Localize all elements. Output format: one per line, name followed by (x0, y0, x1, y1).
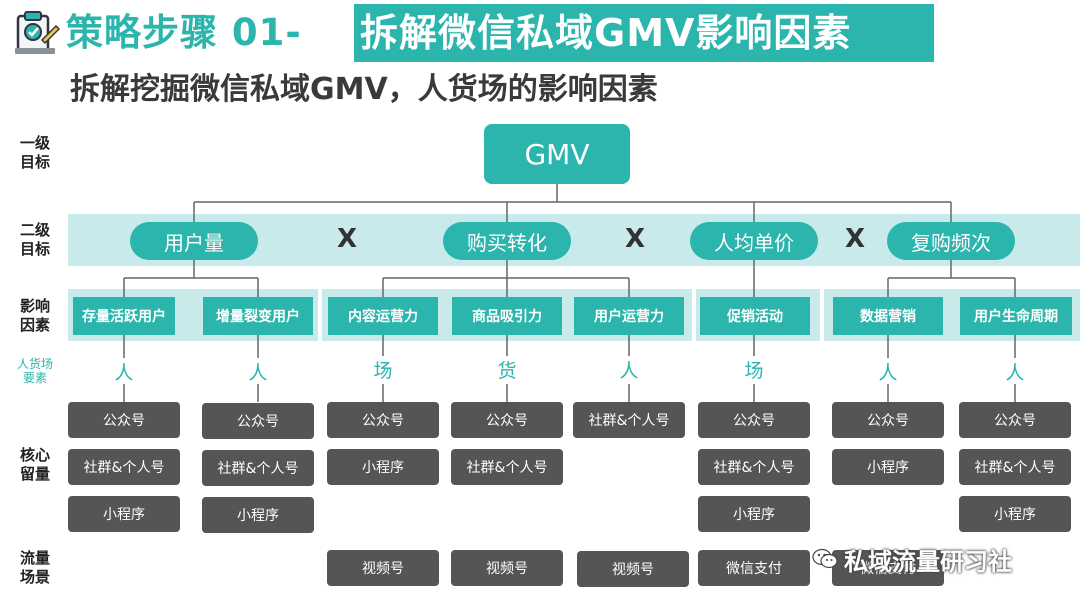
factor-promotion: 促销活动 (700, 297, 810, 335)
element-label: 货 (497, 360, 517, 382)
level2-repurchase: 复购频次 (887, 222, 1015, 260)
level2-user-volume: 用户量 (130, 222, 258, 260)
element-label: 人 (878, 362, 898, 384)
core-channel-cell: 公众号 (698, 402, 810, 438)
core-channel-cell: 社群&个人号 (573, 402, 685, 438)
scene-cell: 视频号 (577, 551, 689, 587)
core-channel-cell: 小程序 (68, 496, 180, 532)
row-label-level1: 一级 目标 (19, 134, 50, 171)
core-channel-cell: 小程序 (698, 496, 810, 532)
element-label: 人 (1005, 362, 1025, 384)
core-channel-cell: 公众号 (327, 402, 439, 438)
factor-new-fission-users: 增量裂变用户 (203, 297, 313, 335)
row-label-level2: 二级 目标 (19, 221, 50, 258)
factor-product-appeal: 商品吸引力 (452, 297, 562, 335)
core-channel-cell: 公众号 (832, 402, 944, 438)
element-label: 人 (114, 362, 134, 384)
scene-cell: 视频号 (327, 550, 439, 586)
core-channel-cell: 小程序 (832, 449, 944, 485)
watermark: 私域流量研习社 (812, 544, 1012, 580)
gmv-root-node: GMV (484, 124, 630, 184)
clipboard-check-icon (12, 10, 61, 56)
scene-cell: 微信支付 (698, 550, 810, 586)
element-label: 场 (744, 360, 764, 382)
core-channel-cell: 社群&个人号 (698, 449, 810, 485)
element-label: 人 (248, 362, 268, 384)
core-channel-cell: 社群&个人号 (68, 449, 180, 485)
multiply-sign: X (336, 224, 358, 254)
title-prefix: 策略步骤 01- (66, 11, 302, 54)
factor-user-lifecycle: 用户生命周期 (960, 297, 1072, 335)
factor-data-marketing: 数据营销 (833, 297, 943, 335)
title-highlight: 拆解微信私域GMV影响因素 (354, 4, 934, 62)
element-label: 人 (619, 360, 639, 382)
scene-cell: 微信支付 (832, 550, 944, 586)
row-label-scenes: 流量 场景 (19, 549, 50, 586)
core-channel-cell: 社群&个人号 (202, 450, 314, 486)
level2-avg-price: 人均单价 (690, 222, 818, 260)
page-subtitle: 拆解挖掘微信私域GMV，人货场的影响因素 (70, 72, 658, 107)
core-channel-cell: 公众号 (959, 402, 1071, 438)
wechat-icon (812, 544, 838, 580)
watermark-text: 私域流量研习社 (844, 548, 1012, 576)
factor-user-operation: 用户运营力 (574, 297, 684, 335)
core-channel-cell: 公众号 (451, 402, 563, 438)
core-channel-cell: 小程序 (202, 497, 314, 533)
row-label-elements: 人货场 要素 (16, 357, 53, 385)
factor-content-operation: 内容运营力 (328, 297, 438, 335)
scene-cell: 视频号 (451, 550, 563, 586)
core-channel-cell: 小程序 (327, 449, 439, 485)
core-channel-cell: 小程序 (959, 496, 1071, 532)
row-label-factors: 影响 因素 (19, 297, 50, 334)
level2-conversion: 购买转化 (443, 222, 571, 260)
multiply-sign: X (624, 224, 646, 254)
core-channel-cell: 社群&个人号 (959, 449, 1071, 485)
core-channel-cell: 社群&个人号 (451, 449, 563, 485)
core-channel-cell: 公众号 (68, 402, 180, 438)
element-label: 场 (373, 360, 393, 382)
multiply-sign: X (844, 224, 866, 254)
core-channel-cell: 公众号 (202, 403, 314, 439)
factor-existing-active-users: 存量活跃用户 (73, 297, 175, 335)
row-label-core: 核心 留量 (19, 446, 50, 483)
